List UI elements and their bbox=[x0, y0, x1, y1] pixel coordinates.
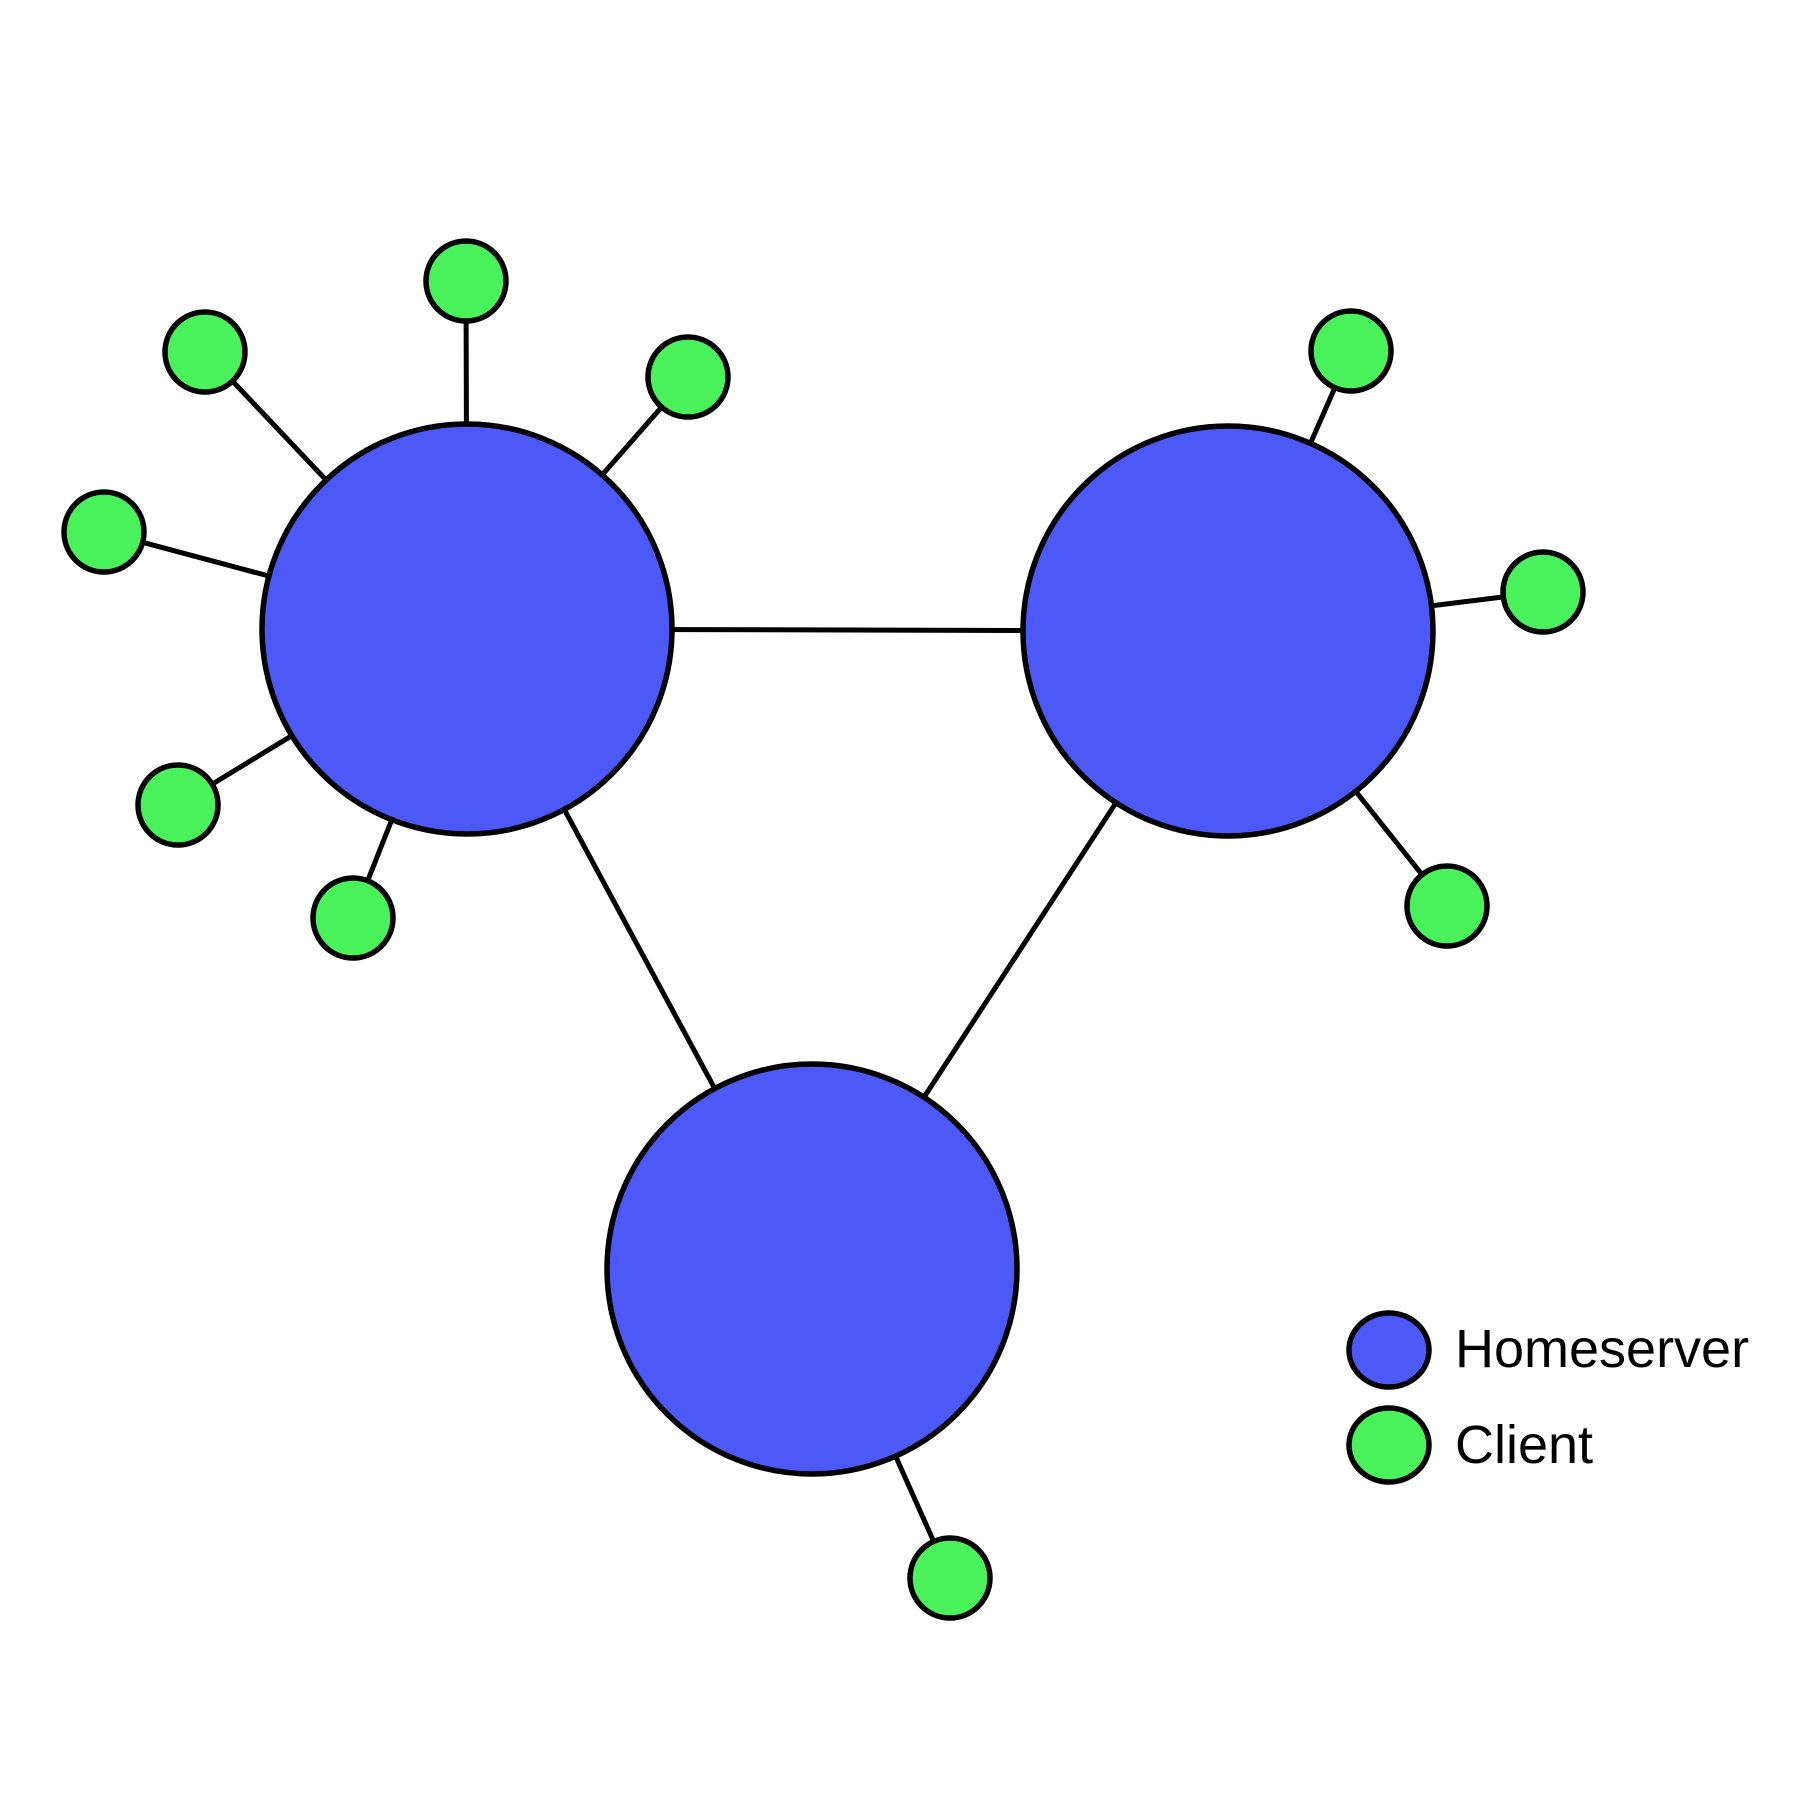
legend-client-label: Client bbox=[1455, 1415, 1593, 1475]
homeserver-node bbox=[259, 421, 675, 837]
legend-homeserver-label: Homeserver bbox=[1455, 1319, 1749, 1379]
client-node bbox=[310, 875, 396, 961]
legend-client-swatch bbox=[1346, 1405, 1432, 1485]
homeserver-node bbox=[1020, 423, 1436, 839]
client-node bbox=[645, 334, 731, 420]
client-node bbox=[162, 309, 248, 395]
nodes-layer bbox=[61, 238, 1586, 1621]
client-node bbox=[423, 238, 509, 324]
client-node bbox=[61, 489, 147, 575]
client-node bbox=[1404, 863, 1490, 949]
client-node bbox=[135, 762, 221, 848]
client-node bbox=[1500, 549, 1586, 635]
client-node bbox=[1308, 308, 1394, 394]
homeserver-node bbox=[604, 1061, 1020, 1477]
legend-homeserver-swatch bbox=[1346, 1310, 1432, 1390]
client-node bbox=[907, 1535, 993, 1621]
